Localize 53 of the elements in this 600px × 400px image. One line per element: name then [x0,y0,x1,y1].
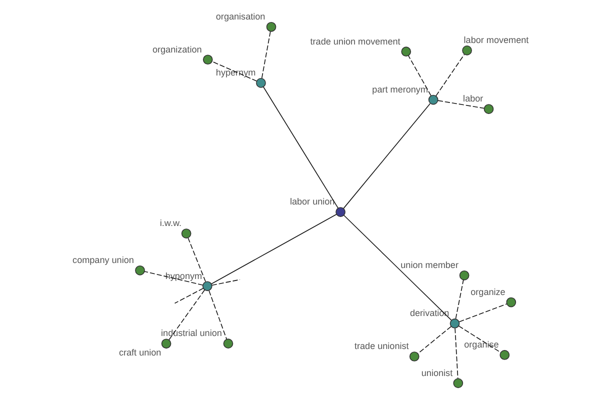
node-label: unionist [420,368,452,378]
node-label: labor [462,94,483,104]
node-label: company union [72,255,134,266]
node-circle [506,297,516,308]
connector [435,54,464,96]
connector [208,290,227,340]
node-circle [180,228,191,238]
node-label: organize [470,286,505,297]
node-label: trade unionist [354,341,408,352]
node-circle [499,350,510,360]
node-circle [134,265,144,276]
node-label: union member [400,260,458,270]
node-circle [462,46,472,56]
connector [408,55,431,96]
node-circle [202,281,212,292]
node-circle [428,94,438,105]
node-label: i.w.w. [159,218,182,228]
connector [454,279,464,320]
node-label: industrial union [160,328,222,338]
connector [262,86,338,208]
node-circle [256,78,266,88]
connector [187,238,206,282]
node-circle [202,54,212,65]
node-circle [160,338,171,349]
node-circle [449,318,460,328]
connector [342,103,430,209]
connector [417,326,451,354]
connector [174,288,204,304]
node-circle [483,104,494,114]
connector [437,100,484,109]
node-label: craft union [118,347,161,358]
node-label: labor union [289,196,334,207]
node-circle [400,46,411,57]
node-label: trade union movement [310,36,400,46]
connector [210,214,336,284]
node-circle [452,378,463,388]
node-circle [458,270,469,280]
node-label: hyponym [164,270,202,281]
node-label: organisation [215,12,265,22]
node-circle [222,338,233,348]
node-label: labor movement [463,35,528,46]
node-circle [266,22,276,32]
connector [144,271,203,286]
node-label: part meronym [372,84,428,94]
connector [342,214,452,320]
connector [211,279,240,286]
node-circle [335,207,345,217]
connector [458,303,507,322]
connector [260,31,270,79]
connector [168,290,205,340]
node-label: organization [152,44,202,54]
node-circle [408,352,419,362]
connector [454,328,458,379]
